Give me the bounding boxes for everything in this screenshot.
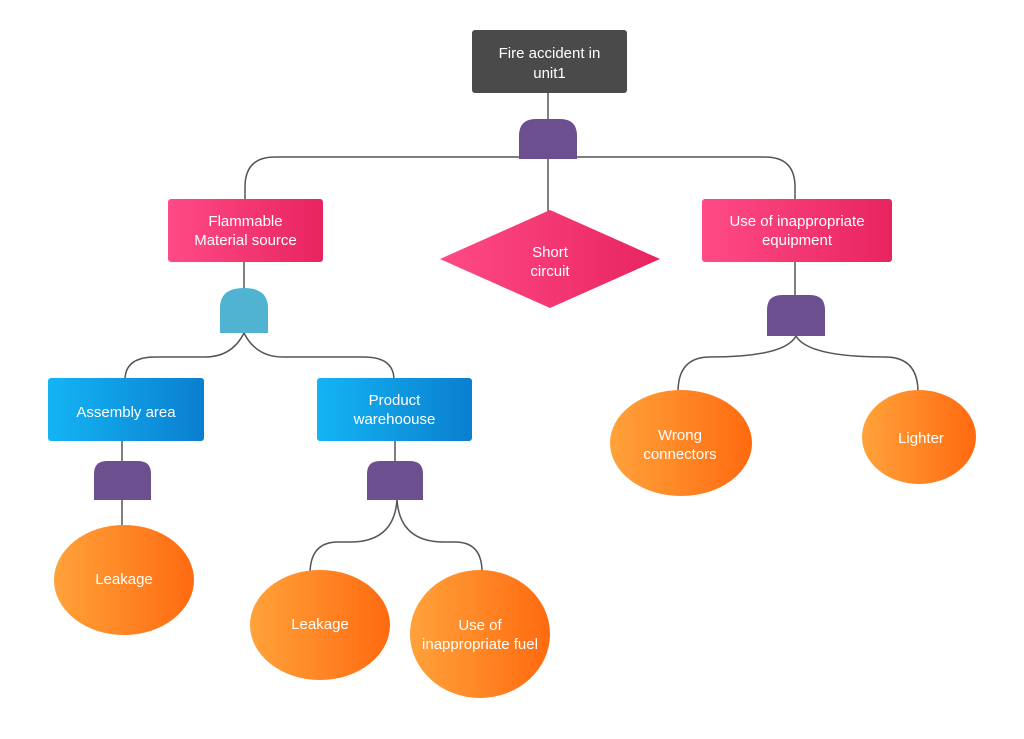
node-label: Assembly area — [76, 404, 176, 421]
connector — [309, 499, 398, 575]
connector — [577, 156, 796, 201]
and-gate-icon — [767, 295, 825, 336]
leakage-warehouse-basic-event — [250, 570, 390, 680]
leakage-assembly-basic-event — [54, 525, 194, 635]
and-gate-icon — [519, 119, 577, 159]
node-label: Use of inappropriate — [729, 213, 864, 230]
node-label: unit1 — [533, 65, 566, 82]
node-label: Use of — [458, 617, 502, 634]
product-warehouse-box — [317, 378, 472, 441]
and-gate-icon — [220, 288, 268, 333]
lighter-basic-event — [862, 390, 976, 484]
wrong-connectors-basic-event — [610, 390, 752, 496]
node-label: Material source — [194, 232, 297, 249]
inappropriate-fuel-basic-event — [410, 570, 550, 698]
node-label: Product — [369, 392, 422, 409]
short-circuit-diamond — [440, 210, 660, 308]
connector-lines — [121, 93, 919, 575]
assembly-area-box — [48, 378, 204, 441]
node-label: equipment — [762, 232, 833, 249]
node-label: inappropriate fuel — [422, 636, 538, 653]
connector — [244, 156, 520, 201]
and-gate-icon — [94, 461, 151, 500]
node-label: warehoouse — [353, 411, 436, 428]
connector — [795, 335, 919, 393]
node-label: Leakage — [95, 571, 153, 588]
node-label: Flammable — [208, 213, 282, 230]
inappropriate-equipment-box — [702, 199, 892, 262]
node-label: Lighter — [898, 430, 944, 447]
node-label: Fire accident in — [499, 45, 601, 62]
flammable-material-box — [168, 199, 323, 262]
connector — [124, 332, 245, 381]
connector — [243, 332, 395, 381]
node-label: Wrong — [658, 427, 702, 444]
top-event-box — [472, 30, 627, 93]
node-label: Short — [532, 244, 569, 261]
connector — [677, 335, 797, 393]
node-label: connectors — [643, 446, 716, 463]
and-gate-icon — [367, 461, 423, 500]
connector — [396, 499, 483, 573]
node-label: Leakage — [291, 616, 349, 633]
node-label: circuit — [530, 263, 570, 280]
